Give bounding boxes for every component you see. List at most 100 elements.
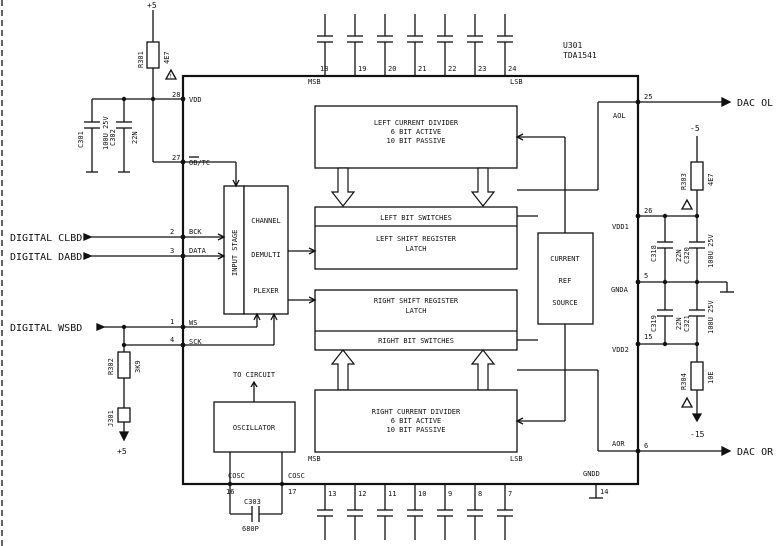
current-ref-line-2: REF	[559, 277, 572, 285]
oscillator-links	[229, 380, 283, 484]
c318-ref: C318	[650, 245, 658, 262]
oscillator-label: OSCILLATOR	[233, 424, 276, 432]
to-circuit-label: TO CIRCUIT	[233, 371, 276, 379]
left-divider-line-1: LEFT CURRENT DIVIDER	[374, 119, 459, 127]
r301-resistor	[146, 10, 160, 99]
r303-value: 4E7	[707, 173, 715, 186]
demux-line-3: PLEXER	[253, 287, 279, 295]
r301-value: 4E7	[163, 51, 171, 64]
ic-ref: U301	[563, 41, 582, 50]
plus5-top-label: +5	[147, 1, 157, 10]
minus5-label: -5	[690, 124, 700, 133]
r301-ref: R301	[137, 51, 145, 68]
c320-value: 100U 25V	[707, 233, 715, 268]
cosc-16-label: COSC	[228, 472, 245, 480]
vdd-label: VDD	[189, 96, 202, 104]
pin-7: 7	[508, 490, 512, 498]
msb-top-label: MSB	[308, 78, 321, 86]
c303-capacitor	[229, 484, 283, 522]
current-ref-line-1: CURRENT	[550, 255, 580, 263]
right-shift-line-1: RIGHT SHIFT REGISTER	[374, 297, 459, 305]
right-divider-line-3: 10 BIT PASSIVE	[386, 426, 445, 434]
c302-value: 22N	[131, 131, 139, 144]
pin-19: 19	[358, 65, 366, 73]
right-bit-switches-label: RIGHT BIT SWITCHES	[378, 337, 454, 345]
left-divider-line-3: 10 BIT PASSIVE	[386, 137, 445, 145]
demux-line-1: CHANNEL	[251, 217, 281, 225]
c303-ref: C303	[244, 498, 261, 506]
c321-value: 100U 25V	[707, 299, 715, 334]
right-divider-line-2: 6 BIT ACTIVE	[391, 417, 442, 425]
input-stage-label: INPUT STAGE	[231, 230, 239, 276]
pin-12: 12	[358, 490, 366, 498]
c302-ref: C302	[109, 129, 117, 146]
pin-27: 27	[172, 154, 180, 162]
r303-ref: R303	[680, 173, 688, 190]
right-divider-line-1: RIGHT CURRENT DIVIDER	[372, 408, 461, 416]
r304-ref: R304	[680, 373, 688, 390]
r304-value: 10E	[707, 371, 715, 384]
c320-ref: C320	[683, 247, 691, 264]
ob-tc-label: OB/TC	[189, 159, 210, 167]
pin-13: 13	[328, 490, 336, 498]
ob-tc-link	[183, 161, 240, 188]
pin-4: 4	[170, 336, 174, 344]
pin-14: 14	[600, 488, 608, 496]
demux-outputs	[288, 247, 317, 304]
right-divider-arrows	[330, 349, 496, 391]
c321-ref: C321	[683, 315, 691, 332]
r304-resistor	[690, 344, 704, 423]
left-current-divider-block	[314, 105, 518, 169]
gnda-net	[638, 281, 734, 293]
current-ref-block	[537, 232, 594, 325]
pin-3: 3	[170, 247, 174, 255]
dac-ol-label: DAC OL	[737, 98, 773, 109]
pin-11: 11	[388, 490, 396, 498]
left-divider-line-2: 6 BIT ACTIVE	[391, 128, 442, 136]
cosc-17-label: COSC	[288, 472, 305, 480]
gndd-ground-icon	[589, 484, 603, 499]
dac-or-label: DAC OR	[737, 447, 774, 458]
demux-line-2: DEMULTI	[251, 251, 281, 259]
pin-25: 25	[644, 93, 652, 101]
pin-23: 23	[478, 65, 486, 73]
pin-21: 21	[418, 65, 426, 73]
vdd1-net	[638, 215, 705, 282]
vdd2-label: VDD2	[612, 346, 629, 354]
ic-part: TDA1541	[563, 51, 597, 60]
bck-label: BCK	[189, 228, 202, 236]
digital-dabd-label: DIGITAL DABD	[10, 252, 82, 263]
pin-9: 9	[448, 490, 452, 498]
pin-1: 1	[170, 318, 174, 326]
pin-6: 6	[644, 442, 648, 450]
left-divider-arrows	[330, 167, 496, 207]
digital-clbd-label: DIGITAL CLBD	[10, 233, 82, 244]
current-ref-line-3: SOURCE	[552, 299, 577, 307]
gndd-label: GNDD	[583, 470, 600, 478]
pin-28: 28	[172, 91, 180, 99]
c301-ref: C301	[77, 131, 85, 148]
pin-26: 26	[644, 207, 652, 215]
left-switch-register-block	[314, 206, 518, 270]
pin-17: 17	[288, 488, 296, 496]
sck-label: SCK	[189, 338, 202, 346]
warning-triangle-icon	[680, 198, 694, 210]
current-ref-links	[515, 133, 566, 425]
aor-label: AOR	[612, 440, 625, 448]
lsb-top-label: LSB	[510, 78, 523, 86]
aor-output	[517, 369, 732, 457]
msb-bottom-label: MSB	[308, 455, 321, 463]
j301-ref: J301	[107, 410, 115, 427]
c319-value: 22N	[675, 317, 683, 330]
lsb-bottom-label: LSB	[510, 455, 523, 463]
r302-ref: R302	[107, 358, 115, 375]
warning-triangle-icon	[680, 396, 694, 408]
pin-2: 2	[170, 228, 174, 236]
left-shift-line-1: LEFT SHIFT REGISTER	[376, 235, 457, 243]
c318-value: 22N	[675, 249, 683, 262]
pin-24: 24	[508, 65, 516, 73]
pin-8: 8	[478, 490, 482, 498]
top-decoupling-caps	[317, 14, 513, 76]
digital-wsbd-label: DIGITAL WSBD	[10, 323, 82, 334]
